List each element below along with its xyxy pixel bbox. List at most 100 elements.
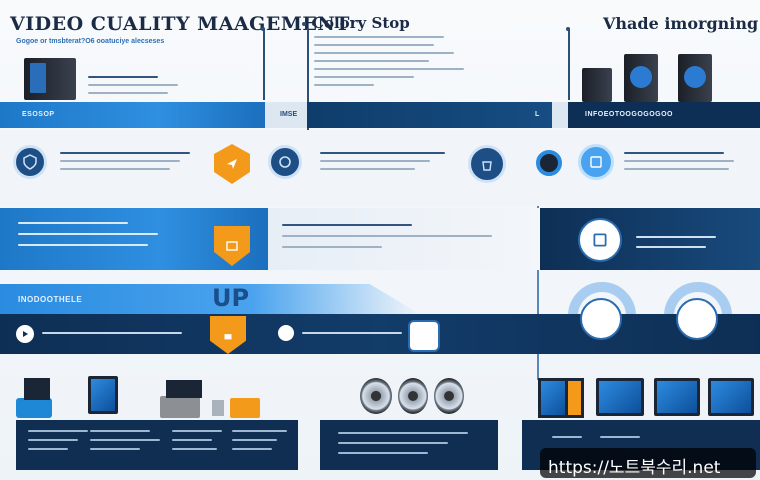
camera-lens-icon: [434, 378, 464, 414]
band3-blue-strip: [0, 284, 420, 314]
band4-text-b: [302, 332, 402, 334]
text-line: [624, 160, 734, 162]
band2-center-lines: [282, 224, 492, 248]
band1-left-label: ESOSOP: [22, 111, 55, 118]
page-subtitle: Gogoe or tmsbterat?O6 ooatuciye alecsese…: [16, 38, 165, 45]
text-line: [320, 160, 430, 162]
text-line: [90, 448, 140, 450]
text-line: [60, 168, 170, 170]
text-line: [18, 222, 128, 224]
band4-dark: [0, 314, 760, 354]
fan-icon: [684, 66, 706, 88]
monitor-icon: [708, 378, 754, 416]
footer-strip-left: [16, 420, 298, 470]
bag-icon: [468, 145, 506, 183]
small-device-icon: [212, 400, 224, 416]
text-line: [232, 430, 287, 432]
center-title: Colory Stop: [312, 14, 410, 32]
text-line: [90, 430, 150, 432]
band3-label: INODOOTHELE: [18, 295, 83, 304]
tablet-icon: [88, 376, 118, 414]
band4-text-a: [42, 332, 182, 334]
scanner-lid-icon: [166, 380, 202, 398]
band3-letters: UP: [212, 284, 250, 312]
text-line: [18, 233, 158, 235]
row1-text-a: [60, 152, 190, 170]
guide-dot: [566, 27, 570, 31]
box-device-icon: [230, 398, 260, 418]
text-line: [624, 152, 724, 154]
band2-left-lines: [18, 222, 158, 246]
fan-icon: [630, 66, 652, 88]
watermark-bg: [540, 448, 756, 478]
center-text-block: [314, 36, 474, 86]
text-line: [28, 430, 88, 432]
text-line: [90, 439, 160, 441]
text-line: [88, 84, 178, 86]
text-line: [314, 44, 434, 46]
footer-left-lines: [28, 430, 88, 450]
band-navy-center: [307, 102, 552, 128]
refresh-icon: [268, 145, 302, 179]
text-line: [314, 76, 414, 78]
text-line: [338, 452, 428, 454]
guide-line: [307, 28, 309, 130]
printer-top-icon: [24, 378, 50, 400]
text-line: [60, 160, 180, 162]
guide-line: [263, 28, 265, 100]
monitor-icon: [538, 378, 568, 418]
text-line: [282, 235, 492, 237]
footer-left-lines: [172, 430, 222, 450]
band1-center-label: IMSE: [280, 111, 298, 118]
band-dark-right: [568, 102, 760, 128]
text-line: [282, 224, 412, 226]
text-line: [320, 152, 445, 154]
text-line: [88, 92, 168, 94]
band-gap: [552, 102, 568, 128]
row1-text-c: [624, 152, 734, 170]
text-line: [172, 430, 222, 432]
guide-dot: [261, 27, 265, 31]
save-badge-icon: [578, 218, 622, 262]
footer-right-lines: [600, 436, 640, 446]
watermark-url[interactable]: https://노트북수리.net: [548, 458, 721, 478]
text-line: [172, 448, 217, 450]
guide-line: [568, 28, 570, 100]
text-line: [282, 246, 382, 248]
text-line: [232, 439, 277, 441]
webcam-icon: [536, 150, 562, 176]
device-screen-icon: [578, 144, 614, 180]
tower-panel-icon: [30, 63, 46, 93]
row1-text-b: [320, 152, 445, 170]
text-line: [320, 168, 415, 170]
camera-lens-icon: [398, 378, 428, 414]
text-line: [314, 60, 429, 62]
text-line: [624, 168, 729, 170]
text-line: [232, 448, 272, 450]
footer-center-lines: [338, 432, 468, 454]
server-tower-icon: [582, 68, 612, 102]
text-line: [314, 36, 444, 38]
text-line: [552, 436, 582, 438]
disc-badge-icon: [676, 298, 718, 340]
footer-right-lines: [552, 436, 582, 446]
text-line: [314, 68, 464, 70]
text-line: [28, 448, 68, 450]
text-line: [338, 432, 468, 434]
disc-badge-icon: [580, 298, 622, 340]
text-line: [28, 439, 78, 441]
text-line: [314, 84, 374, 86]
scanner-icon: [160, 396, 200, 418]
band1-l-label: L: [535, 111, 540, 118]
left-header-lines: [88, 76, 178, 94]
band2-light-center: [268, 208, 540, 270]
camera-lens-icon: [360, 378, 392, 414]
page-title: VIDEO CUALITY MAAGEMENT: [10, 13, 350, 35]
footer-strip-center: [320, 420, 498, 470]
text-line: [314, 52, 454, 54]
band-gap: [265, 102, 307, 128]
text-line: [338, 442, 448, 444]
text-line: [636, 236, 716, 238]
gear-icon: [278, 325, 294, 341]
